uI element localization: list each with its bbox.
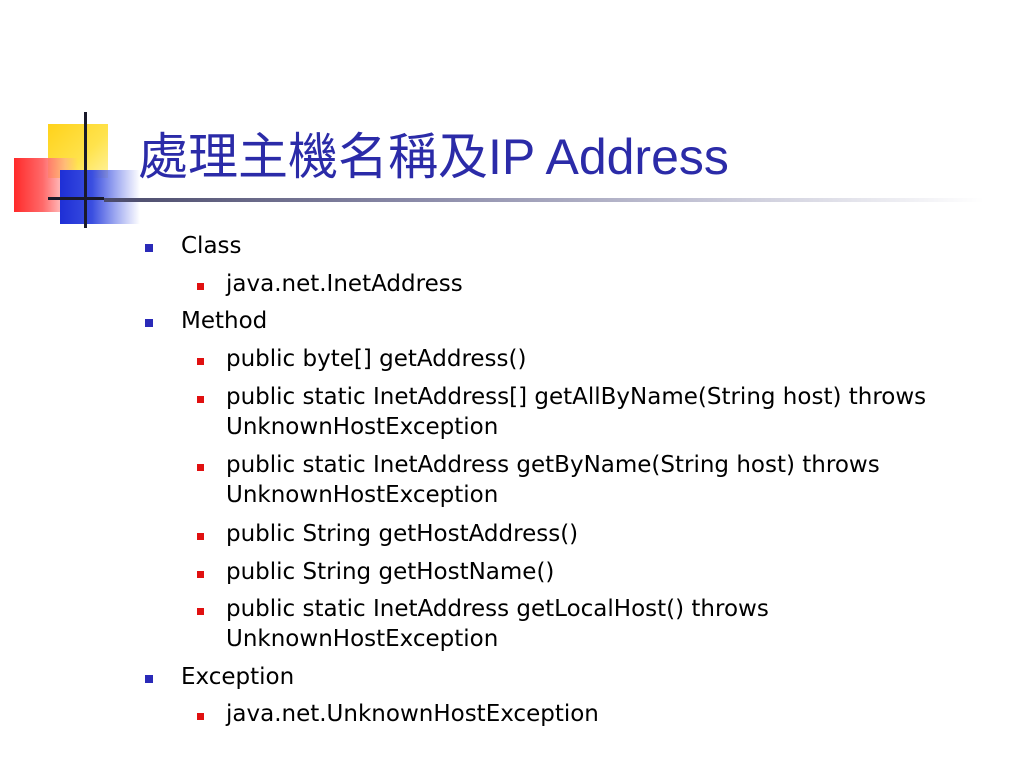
- list-item-continuation: UnknownHostException: [226, 482, 499, 508]
- bullet-level2-icon: [197, 464, 204, 471]
- slide-title-cjk: 處理主機名稱及: [138, 128, 488, 186]
- list-item-continuation: UnknownHostException: [226, 626, 499, 652]
- bullet-level2-icon: [197, 283, 204, 290]
- list-item: java.net.UnknownHostException: [226, 701, 599, 727]
- slide-title-latin: IP Address: [488, 129, 729, 185]
- decor-vertical-line: [84, 112, 87, 228]
- section-method-label: Method: [181, 308, 268, 334]
- bullet-level1-icon: [145, 675, 153, 683]
- bullet-level2-icon: [197, 396, 204, 403]
- list-item: public String getHostAddress(): [226, 521, 579, 547]
- decor-horizontal-line: [48, 197, 104, 200]
- bullet-level1-icon: [145, 319, 153, 327]
- list-item: public String getHostName(): [226, 559, 555, 585]
- list-item: public static InetAddress getByName(Stri…: [226, 452, 880, 478]
- list-item: public byte[] getAddress(): [226, 346, 527, 372]
- section-class-label: Class: [181, 233, 242, 259]
- bullet-level2-icon: [197, 358, 204, 365]
- title-underline: [104, 198, 984, 202]
- bullet-level2-icon: [197, 571, 204, 578]
- list-item: public static InetAddress[] getAllByName…: [226, 384, 927, 410]
- bullet-level1-icon: [145, 244, 153, 252]
- bullet-level2-icon: [197, 713, 204, 720]
- list-item-continuation: UnknownHostException: [226, 414, 499, 440]
- bullet-level2-icon: [197, 533, 204, 540]
- bullet-level2-icon: [197, 608, 204, 615]
- list-item: java.net.InetAddress: [226, 271, 463, 297]
- section-exception-label: Exception: [181, 664, 295, 690]
- list-item: public static InetAddress getLocalHost()…: [226, 596, 769, 622]
- slide-title: 處理主機名稱及IP Address: [138, 120, 729, 194]
